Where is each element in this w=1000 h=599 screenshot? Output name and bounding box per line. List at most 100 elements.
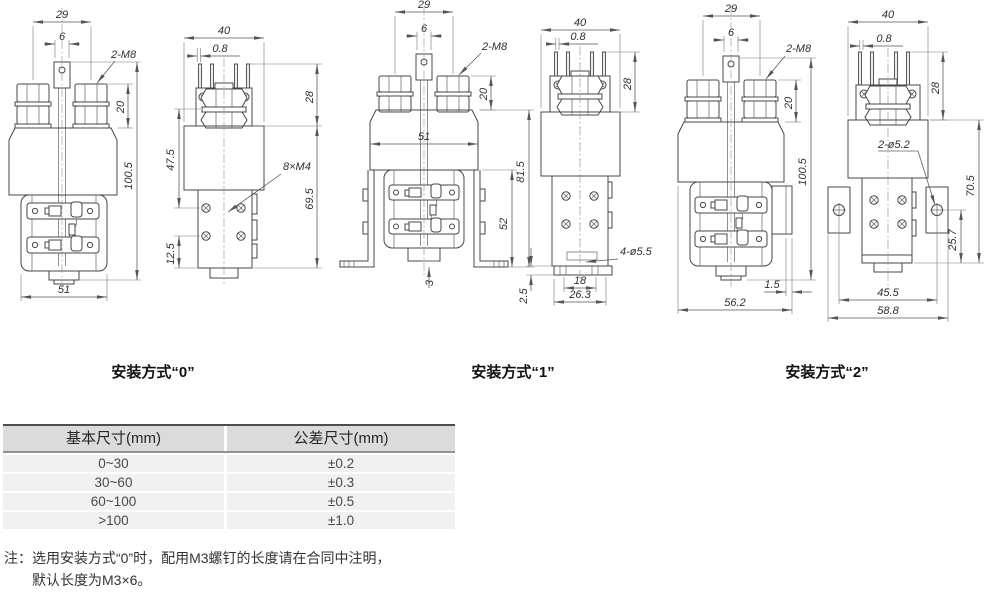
wire-clip: [429, 204, 437, 216]
hex-bolt: [200, 82, 248, 129]
side-tabs: [607, 181, 613, 229]
label-2-holes: 2-ø5.2: [877, 139, 936, 206]
view-mount2-front: 29 6 2-M8 20 100.5 1.5 56.2: [677, 3, 816, 314]
wire-clip: [735, 217, 743, 229]
centerlines: [61, 6, 889, 294]
dim-label: 70.5: [965, 174, 977, 196]
dim-label: 58.8: [877, 305, 899, 317]
terminal-bar-top: [26, 201, 100, 220]
label-2-M8: 2-M8: [96, 49, 137, 84]
dim-28: 28: [250, 63, 322, 127]
dim-label: 40: [218, 25, 231, 37]
table-row: 0~30 ±0.2: [3, 455, 455, 472]
dim-52: 52: [482, 169, 517, 267]
dim-100-5: 100.5: [71, 61, 141, 281]
dim-6: 6: [44, 31, 80, 58]
footnote: 注：选用安装方式“0”时，配用M3螺钉的长度请在合同中注明， 默认长度为M3×6…: [4, 547, 391, 591]
dim-label: 12.5: [165, 242, 177, 264]
caption-mount-2: 安装方式“2”: [785, 364, 869, 381]
thread-label: 2-M8: [785, 43, 812, 55]
dim-12-5: 12.5: [165, 235, 200, 269]
dim-70-5: 70.5: [914, 119, 984, 264]
table-row: 30~60 ±0.3: [3, 474, 455, 491]
dim-20: 20: [471, 75, 496, 111]
dim-label: 81.5: [515, 160, 527, 182]
mounting-flange: [553, 265, 613, 276]
dim-47-5: 47.5: [165, 108, 201, 209]
m4-screw-holes: [869, 195, 907, 229]
dim-69-5: 69.5: [253, 126, 322, 269]
dim-label: 26.3: [568, 289, 591, 301]
main-body: [369, 109, 479, 171]
table-cell: >100: [3, 512, 224, 529]
dim-20: 20: [778, 79, 801, 123]
dim-label: 18: [574, 275, 587, 287]
dim-45-5: 45.5: [838, 217, 938, 304]
table-cell: ±0.2: [227, 455, 455, 472]
dim-0-8: 0.8: [545, 31, 598, 50]
dim-label: 2.5: [518, 287, 530, 304]
dim-label: 51: [58, 284, 70, 296]
bolt-stack-left: [14, 83, 52, 129]
table-header-cell: 基本尺寸(mm): [3, 426, 224, 451]
terminal-bar-bottom: [26, 235, 100, 254]
view-mount0-front: 29 6 2-M8 20 100.5 51: [8, 9, 141, 301]
thread-label: 2-M8: [481, 41, 508, 53]
dim-28: 28: [606, 51, 640, 113]
caption-mount-1: 安装方式“1”: [471, 364, 555, 381]
dim-label: 28: [622, 77, 634, 91]
main-body: [540, 111, 621, 177]
dim-label: 6: [728, 27, 735, 39]
dim-label: 20: [783, 96, 795, 110]
table-cell: 30~60: [3, 474, 224, 491]
table-header-cell: 公差尺寸(mm): [227, 426, 455, 451]
dim-6: 6: [406, 23, 442, 50]
dim-label: 40: [574, 17, 587, 29]
dim-label: 0.8: [570, 31, 586, 43]
dim-label: 20: [115, 100, 127, 114]
footnote-line-1: 注：选用安装方式“0”时，配用M3螺钉的长度请在合同中注明，: [4, 550, 391, 566]
dim-40: 40: [540, 17, 621, 108]
side-tabs: [251, 193, 258, 259]
bolt-stack-right: [434, 75, 472, 113]
view-mount2-side: 40 0.8 28 2-ø5.2 70.5 25.7: [827, 9, 984, 322]
dim-1-5: 1.5: [764, 238, 812, 296]
thread-label: 2-M8: [110, 49, 137, 61]
dim-58-8: 58.8: [827, 234, 949, 322]
dim-0-8: 0.8: [849, 33, 903, 50]
dim-26-3: 26.3: [553, 277, 607, 306]
dim-label: 0.8: [212, 43, 228, 55]
dim-label: 56.2: [724, 297, 745, 309]
table-row: >100 ±1.0: [3, 512, 455, 529]
dim-label: 20: [478, 87, 490, 101]
bolt-stack-left: [376, 75, 414, 113]
dim-2-5: 2.5: [518, 248, 554, 305]
view-mount1-side: 40 0.8 28 4-ø5.5 2.5 18 26.: [518, 17, 653, 306]
main-body: [8, 127, 118, 196]
table-cell: 0~30: [3, 455, 224, 472]
bracket-right: [473, 170, 509, 268]
view-mount1-front: 29 6 2-M8 20 51 81.5 52: [339, 0, 534, 288]
bolt-stack-left: [684, 79, 722, 123]
tolerance-table: 基本尺寸(mm) 公差尺寸(mm) 0~30 ±0.2 30~60 ±0.3 6…: [3, 424, 455, 529]
label-2-M8: 2-M8: [458, 41, 508, 76]
dim-3: 3: [422, 260, 438, 288]
dim-label: 29: [724, 3, 737, 15]
hole-label: 4-ø5.5: [620, 246, 653, 258]
bolt-stack-right: [72, 83, 110, 129]
dim-label: 69.5: [304, 187, 316, 209]
recess: [566, 251, 598, 261]
dim-18: 18: [563, 275, 597, 292]
dim-label: 47.5: [165, 148, 177, 170]
lower-block: [197, 189, 253, 269]
dim-label: 3: [424, 279, 436, 286]
dim-label: 52: [498, 218, 510, 230]
dim-6: 6: [713, 27, 749, 52]
table-cell: ±0.3: [227, 474, 455, 491]
lower-block: [861, 177, 913, 256]
side-tabs: [911, 191, 917, 237]
footnote-line-2: 默认长度为M3×6。: [32, 572, 152, 588]
hex-bolt: [556, 70, 604, 116]
wire-clip: [68, 223, 76, 236]
